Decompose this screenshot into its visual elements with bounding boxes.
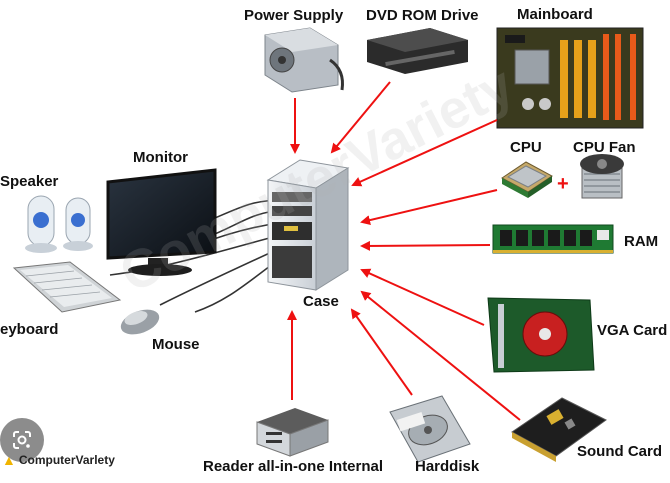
sound-card-image bbox=[511, 397, 607, 462]
label-cpu: CPU bbox=[510, 139, 542, 156]
label-harddisk: Harddisk bbox=[415, 458, 480, 475]
cpu-image bbox=[501, 161, 553, 198]
label-vga-card: VGA Card bbox=[597, 322, 668, 339]
computervariety-logo: ▲ ComputerVarlety bbox=[2, 452, 115, 468]
plus-sign: + bbox=[557, 173, 569, 195]
mouse-image bbox=[120, 309, 160, 335]
ram-image bbox=[492, 224, 614, 254]
arrow-cpu bbox=[360, 189, 498, 226]
mainboard-image bbox=[496, 27, 644, 129]
label-keyboard: eyboard bbox=[0, 321, 59, 338]
arrow-vga bbox=[360, 268, 485, 326]
cpu-fan-image bbox=[580, 154, 624, 199]
label-sound-card: Sound Card bbox=[577, 443, 662, 460]
harddisk-image bbox=[389, 395, 471, 463]
arrow-harddisk bbox=[350, 308, 413, 396]
arrow-mainboard bbox=[351, 119, 498, 187]
label-cpu-fan: CPU Fan bbox=[573, 139, 636, 156]
label-monitor: Monitor bbox=[133, 149, 188, 166]
label-reader: Reader all-in-one Internal bbox=[203, 458, 384, 475]
speaker-image bbox=[25, 195, 93, 253]
arrow-sound-card bbox=[360, 290, 521, 421]
label-dvd-rom-drive: DVD ROM Drive bbox=[366, 7, 479, 24]
monitor-image bbox=[106, 168, 217, 276]
label-power-supply: Power Supply bbox=[244, 7, 344, 24]
dvd-rom-drive-image bbox=[367, 28, 468, 74]
arrow-ram bbox=[360, 240, 491, 251]
google-lens-icon bbox=[13, 431, 31, 449]
google-lens-button[interactable] bbox=[0, 418, 44, 462]
label-mainboard: Mainboard bbox=[517, 6, 593, 23]
connection-arrows bbox=[287, 81, 521, 421]
label-case: Case bbox=[303, 293, 339, 310]
vga-card-image bbox=[487, 297, 595, 373]
case-image bbox=[266, 159, 350, 291]
power-supply-image bbox=[264, 27, 344, 93]
computervariety-logo-icon: ▲ bbox=[2, 452, 16, 468]
arrow-dvd-rom bbox=[330, 81, 391, 154]
logo-text: ComputerVarlety bbox=[18, 453, 115, 467]
label-ram: RAM bbox=[624, 233, 659, 250]
label-mouse: Mouse bbox=[152, 336, 200, 353]
card-reader-image bbox=[256, 408, 329, 457]
keyboard-image bbox=[12, 261, 122, 313]
label-speaker: Speaker bbox=[0, 173, 59, 190]
